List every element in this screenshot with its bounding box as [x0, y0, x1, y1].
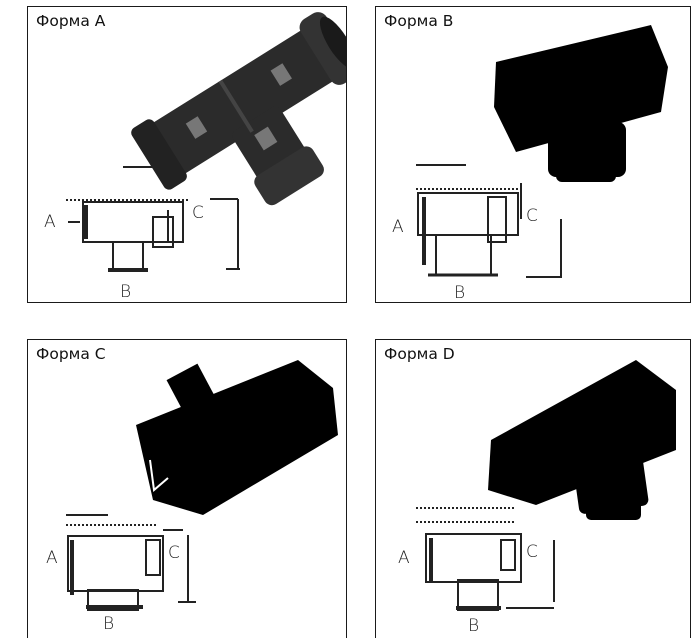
- form-d-panel: Форма D A B C: [375, 339, 691, 638]
- dimension-label-c: C: [526, 206, 538, 226]
- panel-title: Форма A: [36, 12, 106, 30]
- dimension-label-b: B: [120, 282, 132, 302]
- technical-drawing: [416, 507, 555, 611]
- product-photo: [131, 12, 346, 206]
- product-photo: [136, 360, 338, 515]
- technical-drawing: [66, 514, 196, 611]
- panel-title: Форма D: [384, 345, 455, 363]
- dimension-label-c: C: [192, 203, 204, 223]
- product-photo: [494, 25, 668, 182]
- dimension-label-a: A: [46, 548, 58, 568]
- technical-drawing: [416, 164, 562, 278]
- panel-title: Форма B: [384, 12, 454, 30]
- dimension-label-b: B: [103, 614, 115, 634]
- dimension-label-c: C: [168, 543, 180, 563]
- panel-title: Форма C: [36, 345, 106, 363]
- dimension-label-a: A: [398, 548, 410, 568]
- dimension-label-a: A: [44, 212, 56, 232]
- product-photo: [488, 360, 676, 520]
- dimension-label-b: B: [468, 616, 480, 636]
- dimension-label-b: B: [454, 283, 466, 303]
- dimension-label-c: C: [526, 542, 538, 562]
- form-c-panel: Форма C A B C: [27, 339, 347, 638]
- technical-drawing: [66, 166, 240, 272]
- dimension-label-a: A: [392, 217, 404, 237]
- form-b-panel: Форма B A B C: [375, 6, 691, 303]
- form-a-panel: Форма A A B C: [27, 6, 347, 303]
